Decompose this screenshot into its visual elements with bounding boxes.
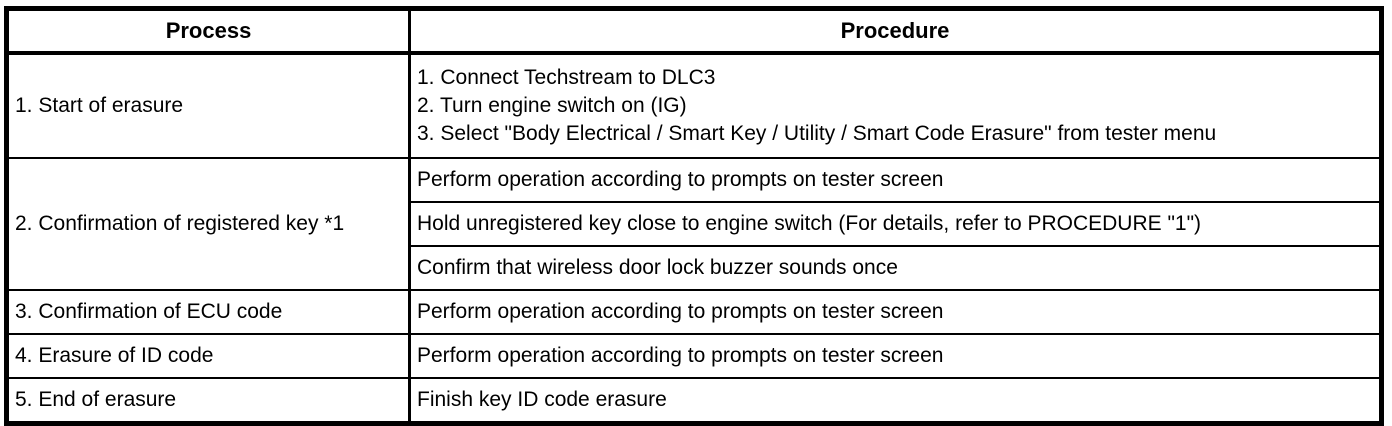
process-cell: 2. Confirmation of registered key *1: [5, 157, 411, 291]
procedure-step: 3. Select "Body Electrical / Smart Key /…: [417, 121, 1217, 145]
table-subrow: Confirm that wireless door lock buzzer s…: [7, 245, 1383, 291]
procedure-cell: Hold unregistered key close to engine sw…: [408, 201, 1383, 247]
document-page: Process Procedure 1. Start of erasure 1.…: [4, 6, 1384, 426]
smart-code-erasure-table: Process Procedure 1. Start of erasure 1.…: [4, 6, 1384, 426]
table-row-confirmation-of-ecu-code: 3. Confirmation of ECU code Perform oper…: [5, 289, 1383, 335]
procedure-cell: Finish key ID code erasure: [408, 377, 1383, 425]
procedure-cell: Perform operation according to prompts o…: [408, 333, 1383, 379]
table-subrow: Hold unregistered key close to engine sw…: [7, 201, 1383, 247]
table-row-confirmation-of-registered-key: 2. Confirmation of registered key *1 Per…: [5, 157, 1383, 291]
procedure-cell: Perform operation according to prompts o…: [408, 157, 1383, 203]
procedure-cell: Confirm that wireless door lock buzzer s…: [408, 245, 1383, 291]
column-header-procedure: Procedure: [408, 7, 1383, 55]
column-header-process: Process: [5, 7, 411, 55]
table-row-erasure-of-id-code: 4. Erasure of ID code Perform operation …: [5, 333, 1383, 379]
procedure-step: 2. Turn engine switch on (IG): [417, 94, 687, 118]
table-header-row: Process Procedure: [5, 7, 1383, 55]
process-cell: 5. End of erasure: [5, 377, 411, 425]
table-row-start-of-erasure: 1. Start of erasure 1. Connect Techstrea…: [5, 52, 1383, 159]
table-row-end-of-erasure: 5. End of erasure Finish key ID code era…: [5, 377, 1383, 425]
procedure-cell: 1. Connect Techstream to DLC3 2. Turn en…: [408, 52, 1383, 159]
process-cell: 4. Erasure of ID code: [5, 333, 411, 379]
process-cell: 1. Start of erasure: [5, 52, 411, 159]
procedure-cell: Perform operation according to prompts o…: [408, 289, 1383, 335]
procedure-step: 1. Connect Techstream to DLC3: [417, 66, 716, 90]
process-cell: 3. Confirmation of ECU code: [5, 289, 411, 335]
